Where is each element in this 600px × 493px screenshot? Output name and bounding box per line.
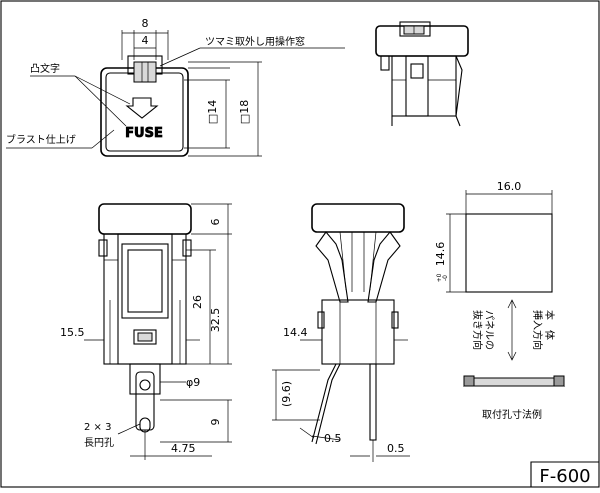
label-body-dir-2: 挿入方向 (531, 310, 544, 350)
dim-32-5: 32.5 (209, 308, 222, 333)
fuse-marking: FUSE (125, 126, 163, 141)
dim-8: 8 (142, 17, 149, 30)
arrow-mark-icon (125, 97, 159, 119)
dim-15-5: 15.5 (60, 326, 85, 339)
panel-section (463, 377, 566, 387)
lower-front-view: 6 26 32.5 15.5 (60, 203, 232, 460)
model-number: F-600 (539, 466, 590, 487)
terminal-bent (311, 363, 337, 443)
dim-phi9: φ9 (186, 376, 200, 389)
dim-16-0: 16.0 (497, 180, 522, 193)
lower-cap (98, 203, 192, 235)
dim-4-75: 4.75 (171, 442, 196, 455)
side-cap (311, 203, 405, 233)
label-hole-size: 2 × 3 (84, 422, 111, 433)
dim-26: 26 (191, 295, 204, 309)
dim-9-6: (9.6) (280, 381, 293, 407)
dim-14-6-tol2: -0 (442, 275, 449, 281)
body-outline (391, 55, 457, 117)
dim-0-5-a: 0.5 (324, 432, 342, 445)
side-view-small (375, 21, 469, 127)
arrow-down-icon (507, 351, 517, 361)
dim-14-4: 14.4 (283, 326, 308, 339)
terminal-blade (135, 371, 155, 431)
label-panel-dir-1: パネルの (483, 310, 495, 350)
label-knob-window: ツマミ取外し用操作窓 (205, 35, 305, 48)
cutout-square (465, 213, 553, 293)
dim-14-6: 14.6 (434, 242, 447, 267)
dim-14-6-tol: +0 (436, 273, 443, 282)
label-panel-dir-2: 抜き方向 (471, 310, 484, 350)
spring-clip-right (367, 231, 401, 303)
lower-side-view: 14.4 (9.6) 0.5 0.5 (272, 203, 410, 462)
label-blast-finish: ブラスト仕上げ (6, 133, 76, 146)
dim-4: 4 (142, 34, 149, 47)
arrow-up-icon (507, 299, 517, 309)
dim-sq18: □18 (238, 100, 251, 124)
spring-clip-left (315, 231, 349, 303)
terminal-base (129, 363, 161, 395)
label-body-dir-1: 本 体 (543, 310, 556, 340)
label-long-hole: 長円孔 (84, 437, 114, 449)
label-panel-cutout: 取付孔寸法例 (482, 408, 542, 421)
dim-6: 6 (209, 219, 222, 226)
knob-window-inner (133, 61, 157, 83)
terminal-straight (369, 363, 377, 441)
front-view: 8 4 FUSE □14 □18 (100, 17, 262, 157)
label-raised-letters: 凸文字 (30, 62, 60, 75)
panel-cutout: 16.0 14.6 +0 -0 パネルの 抜き方向 本 体 挿入方向 取付孔寸法… (434, 180, 566, 421)
leaders: ツマミ取外し用操作窓 凸文字 ブラスト仕上げ (6, 35, 345, 149)
dim-9: 9 (209, 419, 222, 426)
title-box (530, 461, 599, 487)
dim-0-5-b: 0.5 (387, 442, 405, 455)
side-body (321, 299, 395, 365)
dim-sq14: □14 (206, 100, 219, 124)
